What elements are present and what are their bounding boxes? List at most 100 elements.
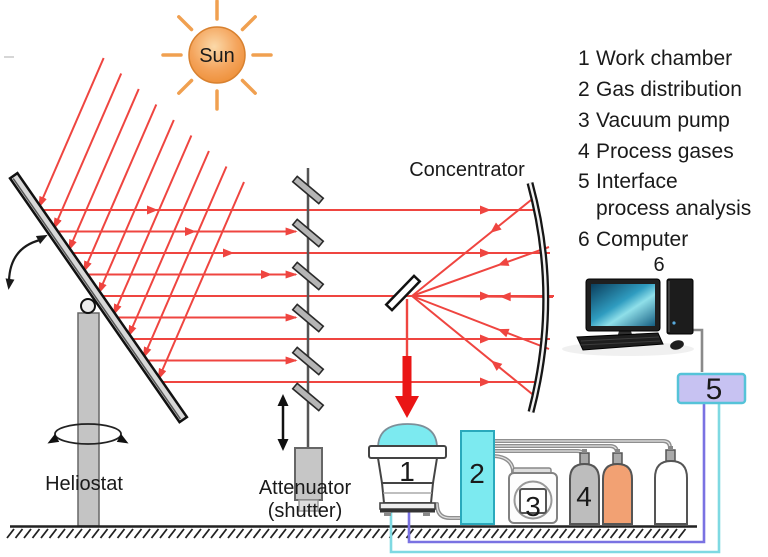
hatch-mark	[473, 528, 483, 539]
hatch-mark	[371, 528, 381, 539]
legend-num-3: 3	[578, 109, 590, 132]
attenuator-slat	[291, 346, 325, 376]
concentrator-label: Concentrator	[409, 159, 525, 181]
wire-cyan	[389, 404, 721, 554]
focal-mirror	[384, 274, 422, 312]
hatch-mark	[159, 528, 168, 539]
hatch-mark	[210, 528, 219, 539]
hatch-mark	[176, 528, 185, 539]
incoming-sun-ray	[142, 166, 228, 359]
computer-number: 6	[653, 254, 664, 276]
heliostat-pivot	[80, 298, 96, 314]
hatch-mark	[575, 528, 585, 539]
chamber-dome	[377, 423, 438, 449]
gas-cylinder-orange	[602, 462, 633, 525]
ray-arrowhead	[480, 334, 491, 344]
hatch-mark	[516, 528, 525, 539]
incoming-sun-ray	[67, 88, 140, 252]
converging-ray	[411, 295, 538, 399]
legend-label-4: Process gases	[596, 140, 734, 163]
hatch-mark	[592, 528, 602, 539]
hatch-mark	[524, 528, 534, 539]
gas-distribution-unit	[460, 430, 495, 525]
hatch-mark	[312, 528, 321, 539]
hatch-mark	[439, 528, 449, 539]
wire-purple	[407, 404, 706, 544]
legend-label-5b: process analysis	[596, 197, 751, 220]
incoming-sun-ray	[38, 57, 105, 209]
hatch-mark	[609, 528, 619, 539]
hatch-mark	[652, 528, 661, 539]
hatch-mark	[14, 528, 24, 539]
tilt-arrow-icon	[5, 234, 48, 290]
hatch-mark	[278, 528, 287, 539]
legend-label-2: Gas distribution	[596, 78, 742, 101]
gray-cylinder-valve	[579, 452, 590, 465]
sun-ray-line	[240, 78, 257, 95]
hatch-mark	[286, 528, 296, 539]
process-gases-number: 4	[576, 481, 592, 512]
legend-label-6: Computer	[596, 228, 688, 251]
interface-number: 5	[706, 373, 723, 406]
mouse-icon	[670, 340, 684, 350]
chamber-foot-right	[423, 512, 430, 516]
converging-ray	[411, 295, 550, 350]
attenuator-label-line2: (shutter)	[268, 500, 342, 522]
hatch-mark	[550, 528, 559, 539]
hatch-mark	[584, 528, 593, 539]
orange-cylinder-valve	[612, 452, 623, 465]
hatch-mark	[431, 528, 440, 539]
vacuum-pump-number: 3	[525, 491, 541, 522]
attenuator-slat	[291, 218, 325, 248]
converging-arrowhead	[490, 222, 502, 233]
converging-arrowhead	[490, 360, 503, 371]
monitor-screen	[591, 284, 655, 326]
hatch-mark	[227, 528, 236, 539]
hatch-mark	[57, 528, 66, 539]
computer-tower	[666, 278, 694, 335]
white-cylinder-nozzle	[668, 446, 673, 450]
sun-ray-line	[240, 15, 257, 32]
gas-cylinder-white	[654, 459, 688, 525]
hatch-mark	[507, 528, 517, 539]
hatch-mark	[201, 528, 211, 539]
incoming-sun-ray	[97, 119, 175, 295]
converging-ray	[411, 295, 554, 298]
hatch-mark	[669, 528, 678, 539]
attenuator-drive-base	[298, 499, 319, 512]
hatch-mark	[414, 528, 423, 539]
ray-arrowhead	[185, 227, 196, 236]
incoming-sun-ray	[127, 150, 210, 338]
incoming-sun-ray	[53, 73, 123, 230]
rotation-arrow-icon	[47, 423, 129, 445]
hatch-mark	[618, 528, 627, 539]
hatch-mark	[490, 528, 500, 539]
converging-ray	[411, 195, 537, 297]
ray-arrowhead	[223, 248, 234, 258]
attenuator-slat	[291, 261, 325, 291]
attenuator	[277, 168, 325, 512]
attenuator-slat	[291, 175, 325, 205]
hatch-mark	[65, 528, 75, 539]
hatch-mark	[91, 528, 100, 539]
sun-icon: Sun	[161, 0, 273, 111]
legend-num-4: 4	[578, 140, 590, 163]
legend-label-1: Work chamber	[596, 47, 732, 70]
hatch-mark	[380, 528, 389, 539]
attenuator-slats	[291, 175, 325, 412]
legend-num-1: 1	[578, 47, 590, 70]
hatch-mark	[40, 528, 49, 539]
interface-box	[676, 372, 747, 405]
hatch-mark	[133, 528, 143, 539]
hatch-mark	[244, 528, 253, 539]
hatch-mark	[677, 528, 687, 539]
concentrator-mirror	[526, 182, 550, 413]
ground	[6, 525, 697, 539]
hatch-mark	[261, 528, 270, 539]
hatch-mark	[74, 528, 83, 539]
keyboard-icon	[576, 332, 664, 351]
hatch-mark	[354, 528, 364, 539]
chamber-base-bar	[380, 509, 435, 513]
converging-arrowhead	[497, 257, 510, 266]
